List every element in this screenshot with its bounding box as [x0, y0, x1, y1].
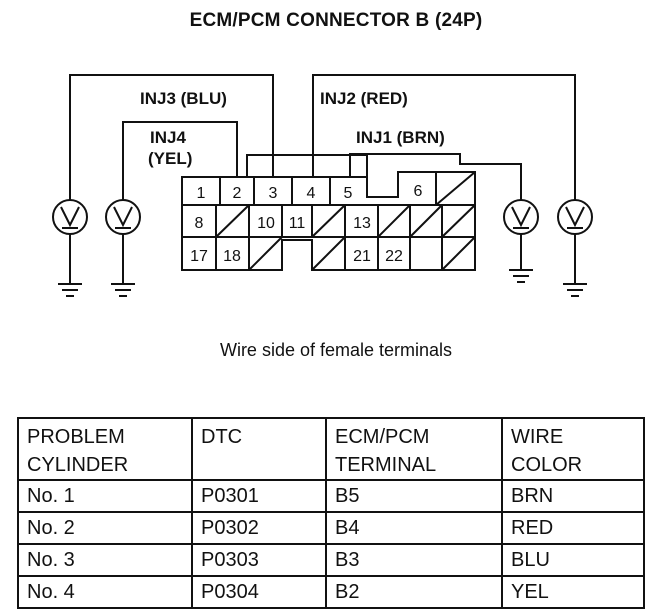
ground-icon [58, 269, 587, 297]
label-inj4-color: (YEL) [148, 149, 192, 168]
cell-dtc: P0301 [191, 479, 327, 513]
pin-2: 2 [233, 185, 242, 202]
cell-dtc: P0302 [191, 511, 327, 545]
pin-1: 1 [197, 185, 206, 202]
table-row: No. 3 P0303 B3 BLU [17, 543, 645, 577]
cell-cylinder: No. 3 [17, 543, 193, 577]
table-row: No. 2 P0302 B4 RED [17, 511, 645, 545]
pin-3: 3 [269, 185, 278, 202]
cell-terminal: B5 [325, 479, 503, 513]
table-header-row: PROBLEM CYLINDER DTC ECM/PCM TERMINAL WI… [17, 417, 645, 481]
cell-dtc: P0304 [191, 575, 327, 609]
header-ecm-terminal: ECM/PCM TERMINAL [325, 417, 503, 481]
header-wire-color: WIRE COLOR [501, 417, 645, 481]
label-inj1: INJ1 (BRN) [356, 128, 445, 147]
table-row: No. 4 P0304 B2 YEL [17, 575, 645, 609]
pin-5: 5 [344, 185, 353, 202]
cell-cylinder: No. 4 [17, 575, 193, 609]
cell-terminal: B3 [325, 543, 503, 577]
pin-10: 10 [257, 215, 275, 232]
pin-8: 8 [195, 215, 204, 232]
pin-18: 18 [223, 248, 241, 265]
pin-numbers: 1 2 3 4 5 6 8 10 11 13 17 18 21 22 [190, 183, 422, 265]
diagram-title: ECM/PCM CONNECTOR B (24P) [189, 10, 483, 31]
pin-13: 13 [353, 215, 371, 232]
cell-dtc: P0303 [191, 543, 327, 577]
pin-17: 17 [190, 248, 208, 265]
connector-diagram: 1 2 3 4 5 6 8 10 11 13 17 18 21 22 INJ3 … [52, 74, 593, 297]
pin-11: 11 [289, 215, 306, 232]
cell-color: BLU [501, 543, 645, 577]
table-row: No. 1 P0301 B5 BRN [17, 479, 645, 513]
connector-b [181, 154, 476, 271]
wire-inj2 [312, 74, 576, 200]
pin-6: 6 [414, 183, 423, 200]
label-inj4: INJ4 [150, 128, 186, 147]
pin-21: 21 [353, 248, 371, 265]
cell-cylinder: No. 2 [17, 511, 193, 545]
cell-color: RED [501, 511, 645, 545]
pin-22: 22 [385, 248, 403, 265]
header-problem-cylinder: PROBLEM CYLINDER [17, 417, 193, 481]
wire-inj3 [69, 74, 274, 200]
label-inj3: INJ3 (BLU) [140, 89, 227, 108]
wire-inj4 [122, 121, 238, 200]
cell-cylinder: No. 1 [17, 479, 193, 513]
diagram-caption: Wire side of female terminals [219, 340, 453, 360]
header-dtc: DTC [191, 417, 327, 481]
cell-color: BRN [501, 479, 645, 513]
label-inj2: INJ2 (RED) [320, 89, 408, 108]
wire-inj1 [349, 153, 522, 200]
cell-terminal: B4 [325, 511, 503, 545]
pin-4: 4 [307, 185, 316, 202]
cell-terminal: B2 [325, 575, 503, 609]
cell-color: YEL [501, 575, 645, 609]
misfire-table: PROBLEM CYLINDER DTC ECM/PCM TERMINAL WI… [17, 417, 645, 609]
